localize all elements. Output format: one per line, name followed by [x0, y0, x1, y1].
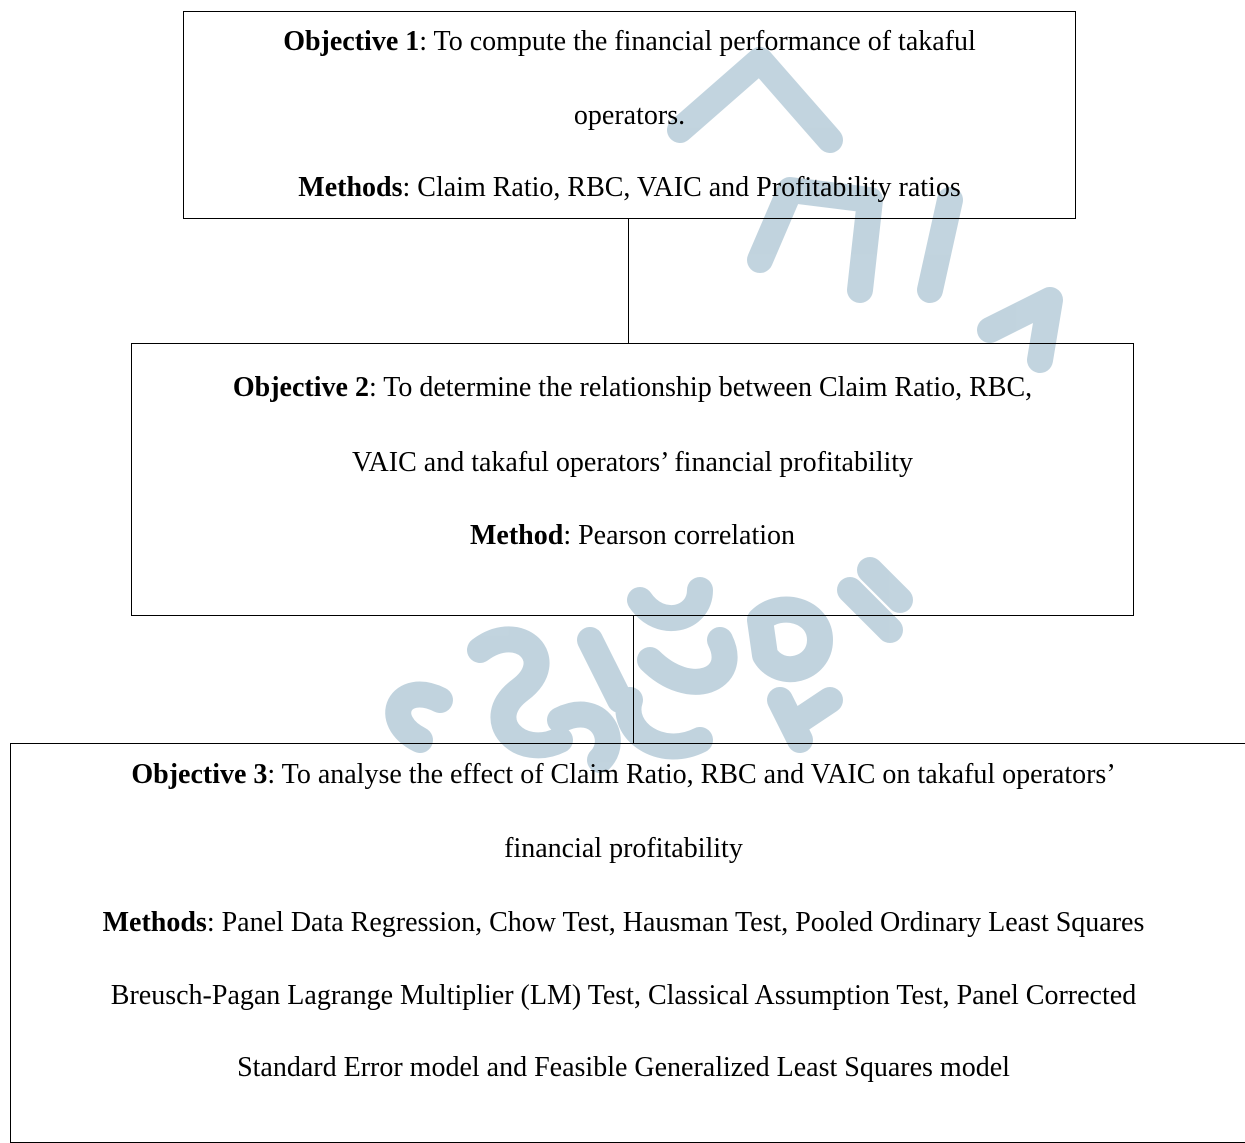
objective-1-methods-label: Methods: [298, 172, 403, 203]
objective-3-methods-label: Methods: [102, 907, 207, 938]
objective-2-line-1: Objective 2: To determine the relationsh…: [132, 372, 1133, 404]
seal-arc-letter: [577, 627, 633, 713]
objective-2-line-2: VAIC and takaful operators’ financial pr…: [132, 447, 1133, 479]
objective-3-methods-text: : Panel Data Regression, Chow Test, Haus…: [206, 907, 1145, 938]
seal-arc-letter: [667, 47, 843, 153]
objective-2-methods-text: : Pearson correlation: [563, 520, 796, 551]
seal-arc-letter: [467, 626, 573, 759]
objective-2-heading: Objective 2: [232, 372, 369, 403]
objective-1-methods-text: : Claim Ratio, RBC, VAIC and Profitabili…: [402, 172, 961, 203]
objective-1-text: : To compute the financial performance o…: [419, 26, 976, 57]
objective-1-methods: Methods: Claim Ratio, RBC, VAIC and Prof…: [184, 172, 1075, 204]
objective-3-heading: Objective 3: [131, 759, 268, 790]
objective-3-line-2: financial profitability: [11, 833, 1236, 865]
connector-line-2-3: [633, 615, 635, 743]
objective-1-line-1: Objective 1: To compute the financial pe…: [184, 26, 1075, 58]
seal-calligraphy: [615, 577, 738, 760]
seal-arc-letter: [977, 287, 1063, 373]
objective-3-text: : To analyse the effect of Claim Ratio, …: [267, 759, 1116, 790]
objective-1-line-2: operators.: [184, 100, 1075, 132]
objective-3-text-cont: financial profitability: [504, 833, 743, 864]
seal-arc-letter: [747, 177, 883, 303]
objective-1-heading: Objective 1: [283, 26, 420, 57]
objective-3-methods-cont-1: Breusch-Pagan Lagrange Multiplier (LM) T…: [110, 980, 1137, 1011]
objective-1-box: Objective 1: To compute the financial pe…: [183, 11, 1076, 219]
objective-3-methods-line-3: Standard Error model and Feasible Genera…: [11, 1052, 1236, 1084]
seal-arc-letter: [837, 557, 913, 643]
seal-arc-letter: [747, 596, 833, 683]
seal-arc-letter: [767, 687, 843, 753]
objective-3-methods: Methods: Panel Data Regression, Chow Tes…: [11, 907, 1236, 939]
objective-3-methods-line-2: Breusch-Pagan Lagrange Multiplier (LM) T…: [11, 980, 1236, 1012]
objective-2-text: : To determine the relationship between …: [368, 372, 1033, 403]
seal-arc-letter: [385, 681, 453, 753]
seal-calligraphy: [547, 701, 621, 773]
seal-arc-letter: [917, 187, 963, 303]
objective-3-box: Objective 3: To analyse the effect of Cl…: [10, 743, 1245, 1143]
objective-2-text-cont: VAIC and takaful operators’ financial pr…: [351, 447, 914, 478]
objective-2-methods: Method: Pearson correlation: [132, 520, 1133, 552]
objective-2-box: Objective 2: To determine the relationsh…: [131, 343, 1134, 616]
objective-2-methods-label: Method: [469, 520, 564, 551]
objective-3-methods-cont-2: Standard Error model and Feasible Genera…: [237, 1052, 1010, 1083]
objective-3-line-1: Objective 3: To analyse the effect of Cl…: [11, 759, 1236, 791]
connector-line-1-2: [628, 219, 630, 343]
objective-1-text-cont: operators.: [573, 100, 686, 131]
